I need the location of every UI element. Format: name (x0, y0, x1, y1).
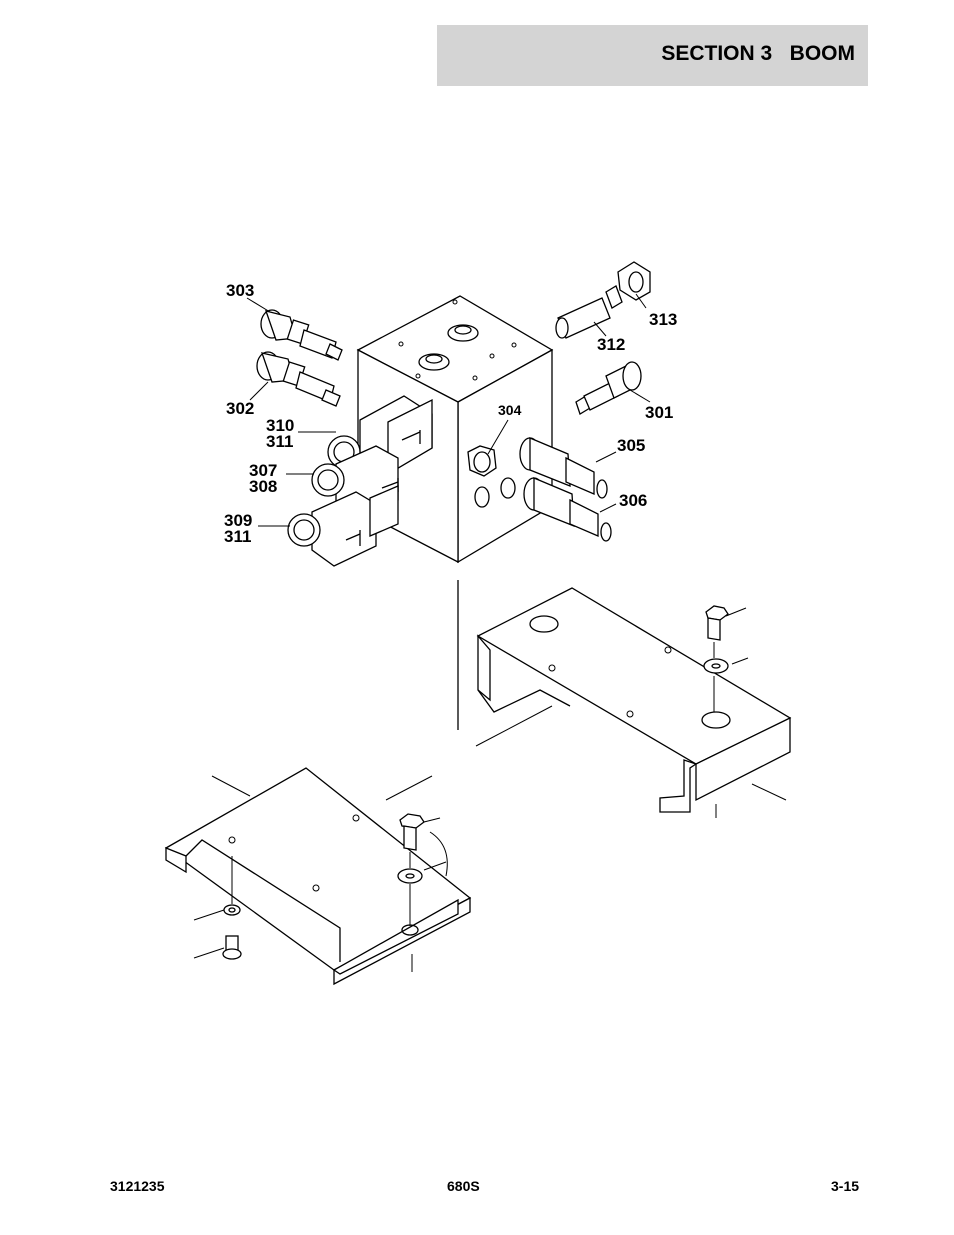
section-header: SECTION 3 BOOM (437, 25, 868, 86)
cartridge-valve-301 (575, 361, 642, 415)
model-name: 680S (447, 1178, 480, 1194)
fitting-312 (555, 297, 611, 339)
callout-311-lower: 311 (224, 527, 251, 546)
callout-306: 306 (619, 491, 647, 510)
callout-302: 302 (226, 399, 254, 418)
leader-lines (246, 293, 651, 527)
callout-309: 309 (224, 511, 252, 530)
callout-303: 303 (226, 281, 254, 300)
mounting-bracket-left (164, 767, 472, 986)
callout-312: 312 (597, 335, 625, 354)
solenoid-coil-309 (287, 485, 399, 567)
callout-308: 308 (249, 477, 277, 496)
callout-304: 304 (498, 402, 522, 418)
callout-313: 313 (649, 310, 677, 329)
callout-labels: 303 302 313 312 301 304 305 306 310 311 … (224, 281, 677, 546)
page-number: 3-15 (831, 1178, 860, 1194)
callout-311-upper: 311 (266, 432, 293, 451)
valve-305 (519, 437, 608, 499)
callout-305: 305 (617, 436, 645, 455)
plug-304 (467, 445, 497, 477)
mounting-bracket-right (475, 587, 792, 818)
valve-306 (523, 477, 612, 542)
fitting-313 (605, 261, 651, 309)
section-title: SECTION 3 BOOM (661, 42, 855, 65)
cartridge-valve-302 (256, 351, 341, 407)
doc-number: 3121235 (110, 1178, 165, 1194)
cartridge-valve-303 (260, 309, 343, 361)
callout-307: 307 (249, 461, 277, 480)
callout-301: 301 (645, 403, 673, 422)
callout-310: 310 (266, 416, 294, 435)
